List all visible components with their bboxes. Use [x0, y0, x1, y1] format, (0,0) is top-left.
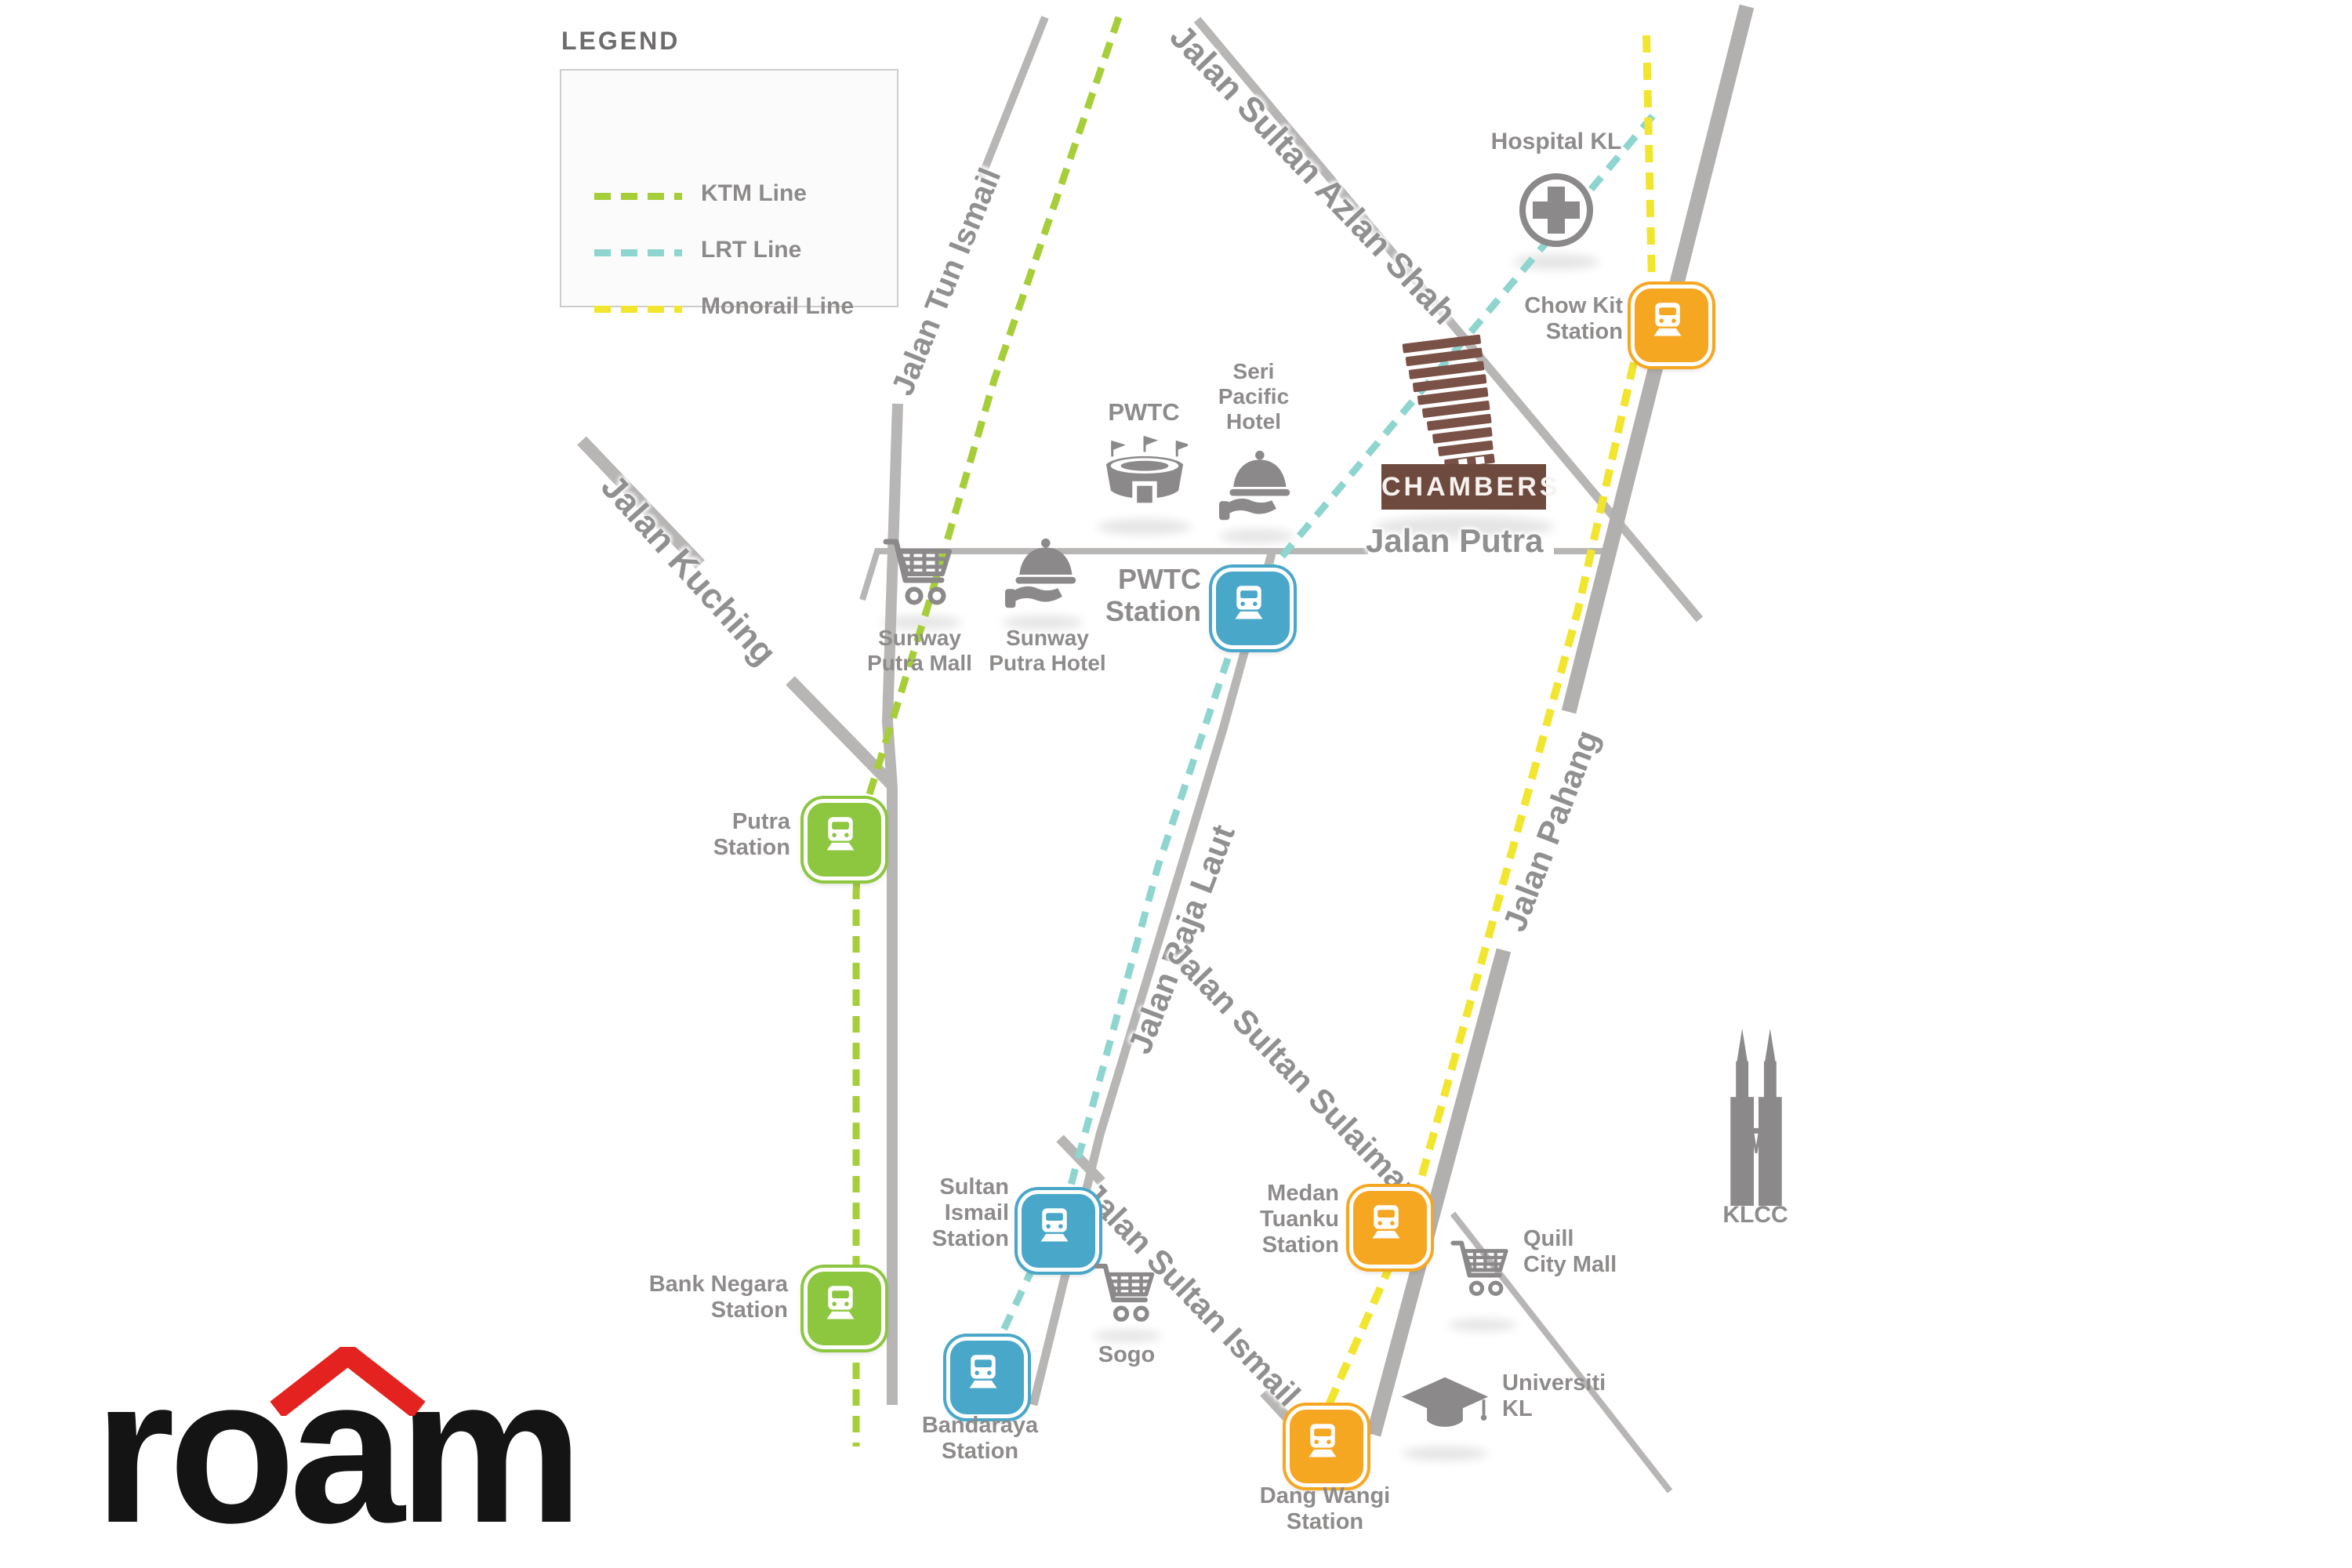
roam-logo-caret-icon	[270, 1347, 426, 1416]
hotel-icon-seri-pacific	[1219, 448, 1294, 524]
lrt-line-swatch	[594, 249, 682, 256]
station-icon-sultan-ismail	[1018, 1190, 1099, 1272]
icon-shadows	[880, 254, 1599, 1461]
legend-item-monorail: Monorail Line	[561, 293, 897, 325]
hospital-icon	[1517, 171, 1595, 249]
legend-item-label: Monorail Line	[701, 293, 854, 319]
graduation-icon	[1398, 1374, 1492, 1437]
cart-icon-quill-city-mall	[1450, 1237, 1515, 1298]
legend-item-lrt: LRT Line	[561, 237, 897, 268]
station-icon-chow-kit	[1631, 285, 1712, 366]
road-jalan-tun-ismail-lower	[881, 403, 903, 1405]
train-icon	[818, 811, 863, 857]
legend-item-label: KTM Line	[701, 180, 807, 206]
train-icon	[1300, 1418, 1345, 1464]
train-icon	[1363, 1200, 1409, 1245]
station-icon-bandaraya	[946, 1337, 1028, 1418]
station-icon-medan-tuanku	[1349, 1187, 1431, 1269]
twin-towers-icon	[1717, 1027, 1795, 1207]
chambers-building-icon	[1402, 334, 1495, 469]
station-icon-putra	[804, 799, 885, 880]
train-icon	[960, 1349, 1006, 1395]
train-icon	[1032, 1203, 1077, 1248]
train-icon	[818, 1280, 863, 1326]
road-jalan-kuching-west	[577, 436, 705, 569]
poi-label-klcc: KLCC	[1722, 1202, 1788, 1228]
legend-item-ktm: KTM Line	[561, 180, 897, 212]
road-jalan-sultan-ismail-stub1	[1056, 1134, 1105, 1185]
roam-logo: roam	[94, 1334, 583, 1566]
chambers-sign: CHAMBERS	[1381, 464, 1557, 510]
road-label-jalan-putra: Jalan Putra	[1366, 522, 1544, 559]
station-icon-bank-negara	[804, 1268, 885, 1349]
station-icon-dang-wangi	[1286, 1406, 1367, 1487]
ktm-line	[852, 16, 1123, 1446]
ktm-line-swatch	[594, 193, 682, 200]
legend-title: LEGEND	[561, 27, 681, 55]
stadium-icon	[1102, 433, 1188, 514]
station-icon-pwtc	[1212, 568, 1294, 649]
cart-icon-sunway-putra-mall	[882, 535, 960, 607]
poi-label-hospital-kl: Hospital KL	[1490, 129, 1622, 154]
cart-icon-sogo	[1093, 1260, 1162, 1323]
road-jalan-putra-west	[859, 548, 1368, 601]
poi-label-pwtc-centre: PWTC	[1108, 398, 1180, 426]
train-icon	[1226, 580, 1272, 626]
monorail-line	[1319, 34, 1657, 1421]
poi-label-sogo: Sogo	[1098, 1342, 1156, 1367]
legend-box: KTM Line LRT Line Monorail Line	[560, 69, 898, 319]
monorail-line-swatch	[594, 306, 682, 313]
road-jalan-kuching-east	[786, 676, 896, 789]
road-jalan-sultan-sulaiman	[1450, 1211, 1673, 1494]
hotel-icon-sunway-putra	[1005, 536, 1080, 612]
road-jalan-tun-ismail-upper	[977, 16, 1049, 180]
road-jalan-pahang-south	[1366, 948, 1512, 1437]
train-icon	[1645, 297, 1690, 343]
legend-item-label: LRT Line	[701, 237, 802, 263]
